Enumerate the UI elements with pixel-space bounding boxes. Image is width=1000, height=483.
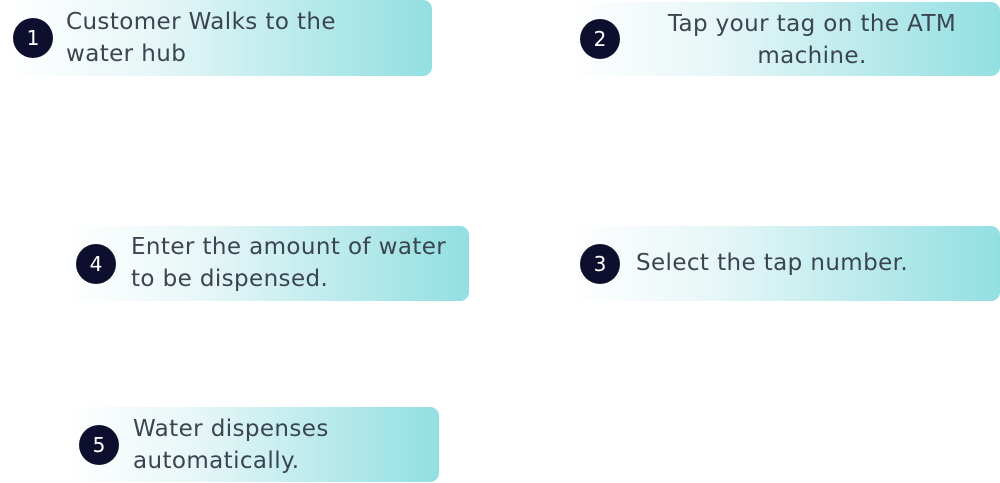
step-number-badge: 5 [79, 425, 119, 465]
step-3-card: 3 Select the tap number. [570, 226, 1000, 301]
step-4-label: Enter the amount of water to be dispense… [131, 234, 447, 292]
step-number-badge: 4 [76, 244, 116, 284]
step-number-badge: 2 [580, 19, 620, 59]
step-2-label: Tap your tag on the ATM machine. [667, 11, 957, 69]
step-2-card: 2 Tap your tag on the ATM machine. [570, 2, 1000, 76]
step-5-card: 5 Water dispenses automatically. [68, 407, 439, 482]
step-number-badge: 1 [13, 18, 53, 58]
step-1-label: Customer Walks to the water hub [66, 9, 336, 67]
step-1-card: 1 Customer Walks to the water hub [8, 0, 432, 76]
step-number-badge: 3 [580, 244, 620, 284]
step-5-label: Water dispenses automatically. [133, 416, 329, 474]
step-4-card: 4 Enter the amount of water to be dispen… [68, 226, 469, 301]
step-3-label: Select the tap number. [636, 250, 909, 276]
